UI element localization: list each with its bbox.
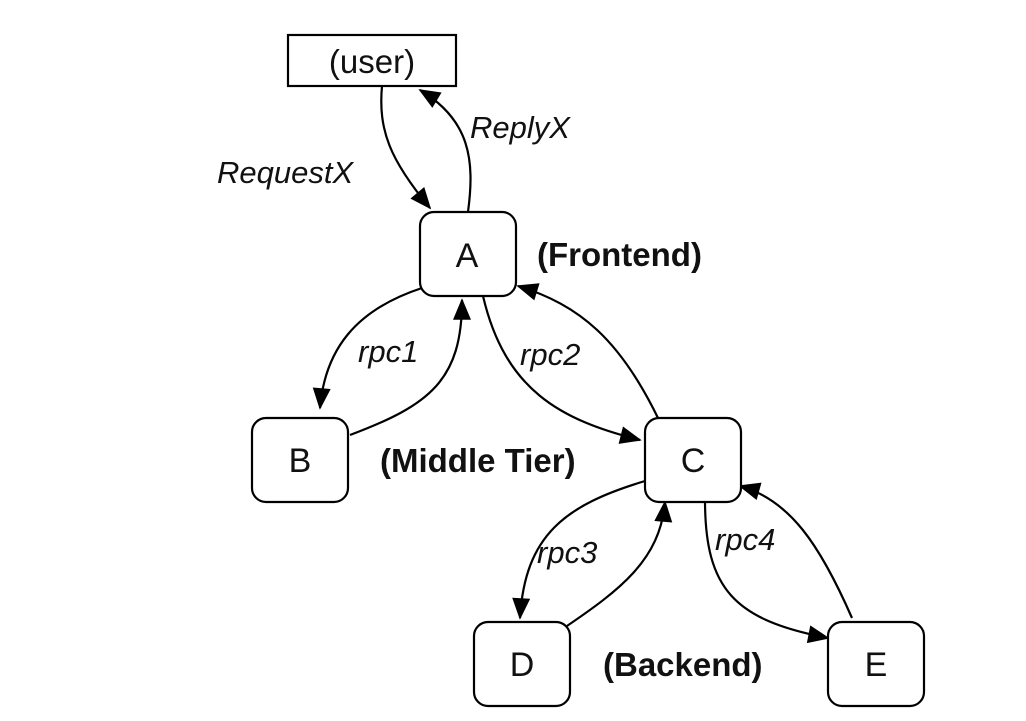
request-edge bbox=[380, 85, 432, 210]
node-d-label: D bbox=[510, 646, 535, 684]
rpc4-label: rpc4 bbox=[715, 522, 775, 557]
node-b-label: B bbox=[289, 442, 312, 480]
user-node: (user) bbox=[286, 33, 458, 88]
rpc1-label: rpc1 bbox=[358, 334, 418, 369]
rpc4-reply-edge bbox=[738, 482, 854, 619]
node-e-label: E bbox=[865, 646, 888, 684]
rpc2-label: rpc2 bbox=[520, 337, 580, 372]
node-a: A bbox=[418, 210, 518, 298]
node-c: C bbox=[643, 416, 743, 504]
reply-label: ReplyX bbox=[470, 110, 571, 145]
node-b: B bbox=[250, 416, 350, 504]
rpc1-reply-edge bbox=[349, 298, 471, 437]
rpc2-request-edge bbox=[481, 295, 642, 444]
middle-tier-label: (Middle Tier) bbox=[380, 442, 576, 479]
backend-tier-label: (Backend) bbox=[603, 646, 763, 683]
user-node-label: (user) bbox=[329, 43, 415, 80]
rpc3-request-edge bbox=[512, 479, 646, 620]
node-e: E bbox=[826, 620, 926, 708]
request-label: RequestX bbox=[217, 155, 354, 190]
reply-edge bbox=[418, 89, 472, 213]
rpc4-request-edge bbox=[703, 499, 830, 644]
node-a-label: A bbox=[456, 237, 479, 275]
node-d: D bbox=[472, 620, 572, 708]
rpc3-label: rpc3 bbox=[537, 535, 597, 570]
node-c-label: C bbox=[681, 442, 706, 480]
rpc2-reply-edge bbox=[516, 283, 659, 419]
rpc3-reply-edge bbox=[563, 500, 673, 629]
rpc1-request-edge bbox=[312, 286, 423, 410]
frontend-tier-label: (Frontend) bbox=[537, 236, 702, 273]
